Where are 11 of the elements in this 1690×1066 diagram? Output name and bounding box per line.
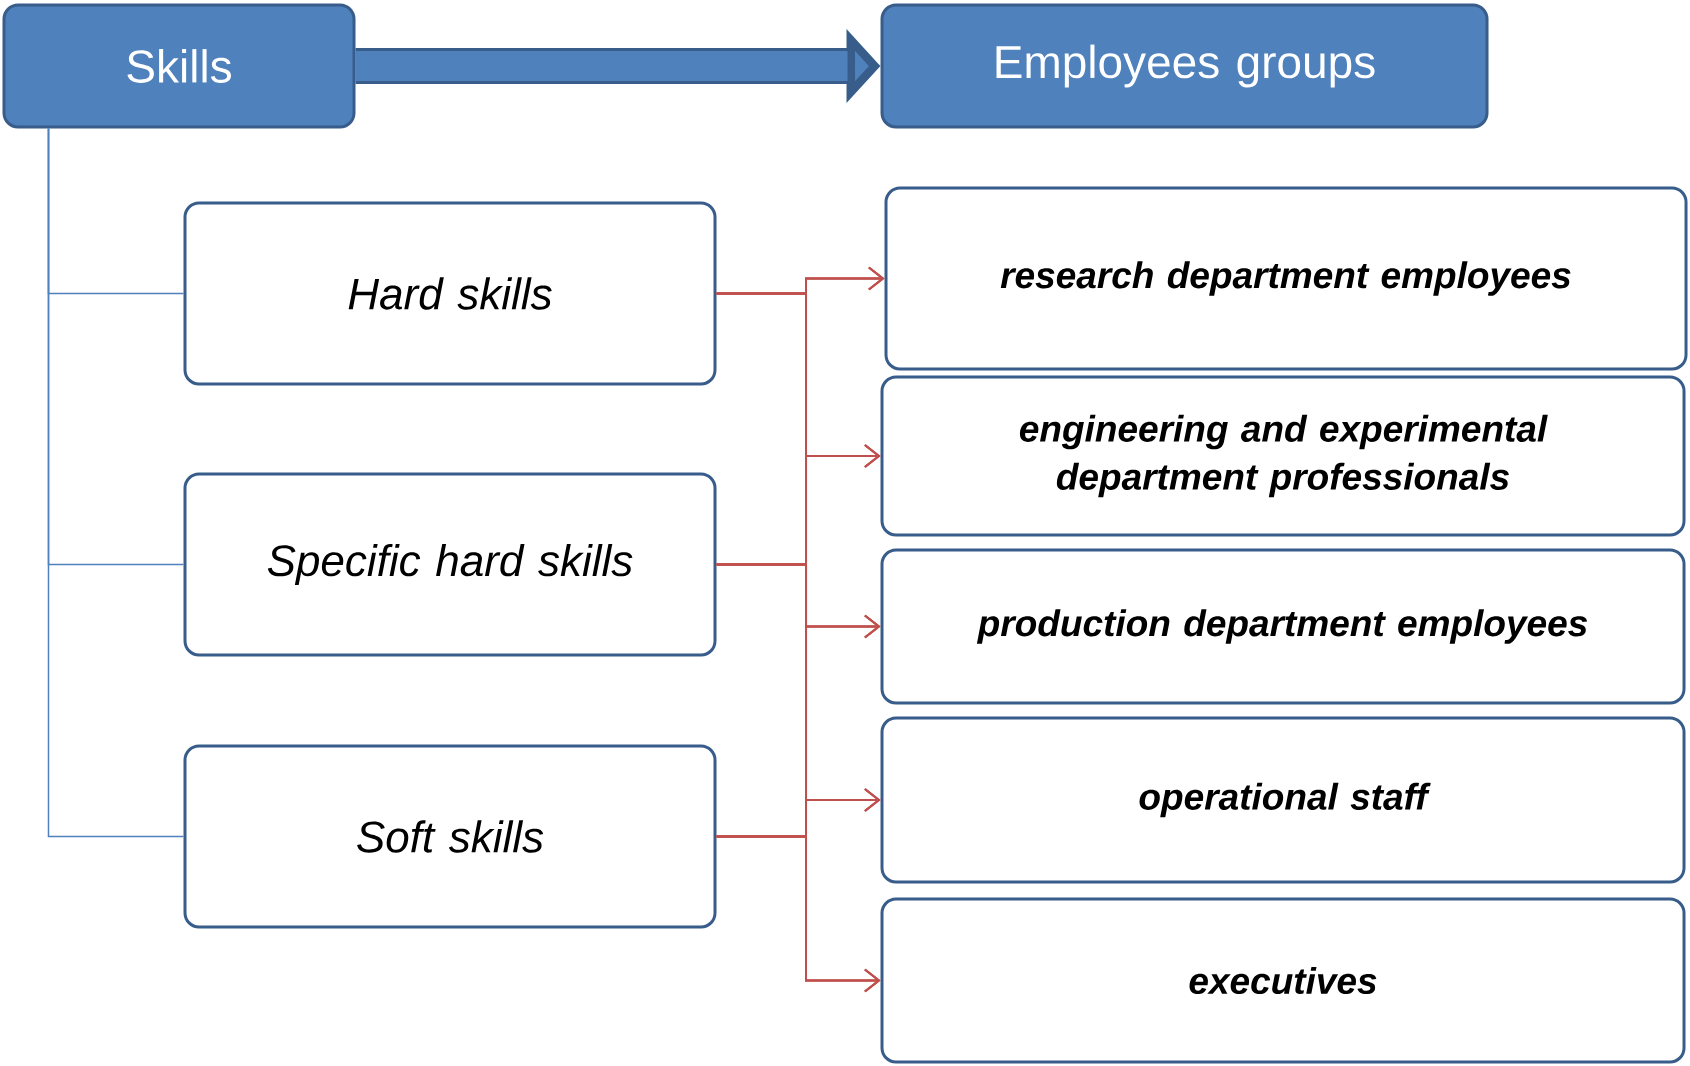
group-box: production department employees bbox=[880, 548, 1686, 705]
skill-box: Hard skills bbox=[183, 201, 717, 386]
group-box: executives bbox=[880, 897, 1686, 1064]
group-box: engineering and experimental department professionals bbox=[880, 375, 1686, 537]
group-box: research department employees bbox=[884, 186, 1688, 371]
skill-box: Soft skills bbox=[183, 744, 717, 929]
header-box: Skills bbox=[2, 3, 356, 129]
skill-box: Specific hard skills bbox=[183, 472, 717, 657]
connector-line bbox=[47, 127, 185, 838]
arrow bbox=[715, 835, 881, 993]
group-box: operational staff bbox=[880, 716, 1686, 884]
